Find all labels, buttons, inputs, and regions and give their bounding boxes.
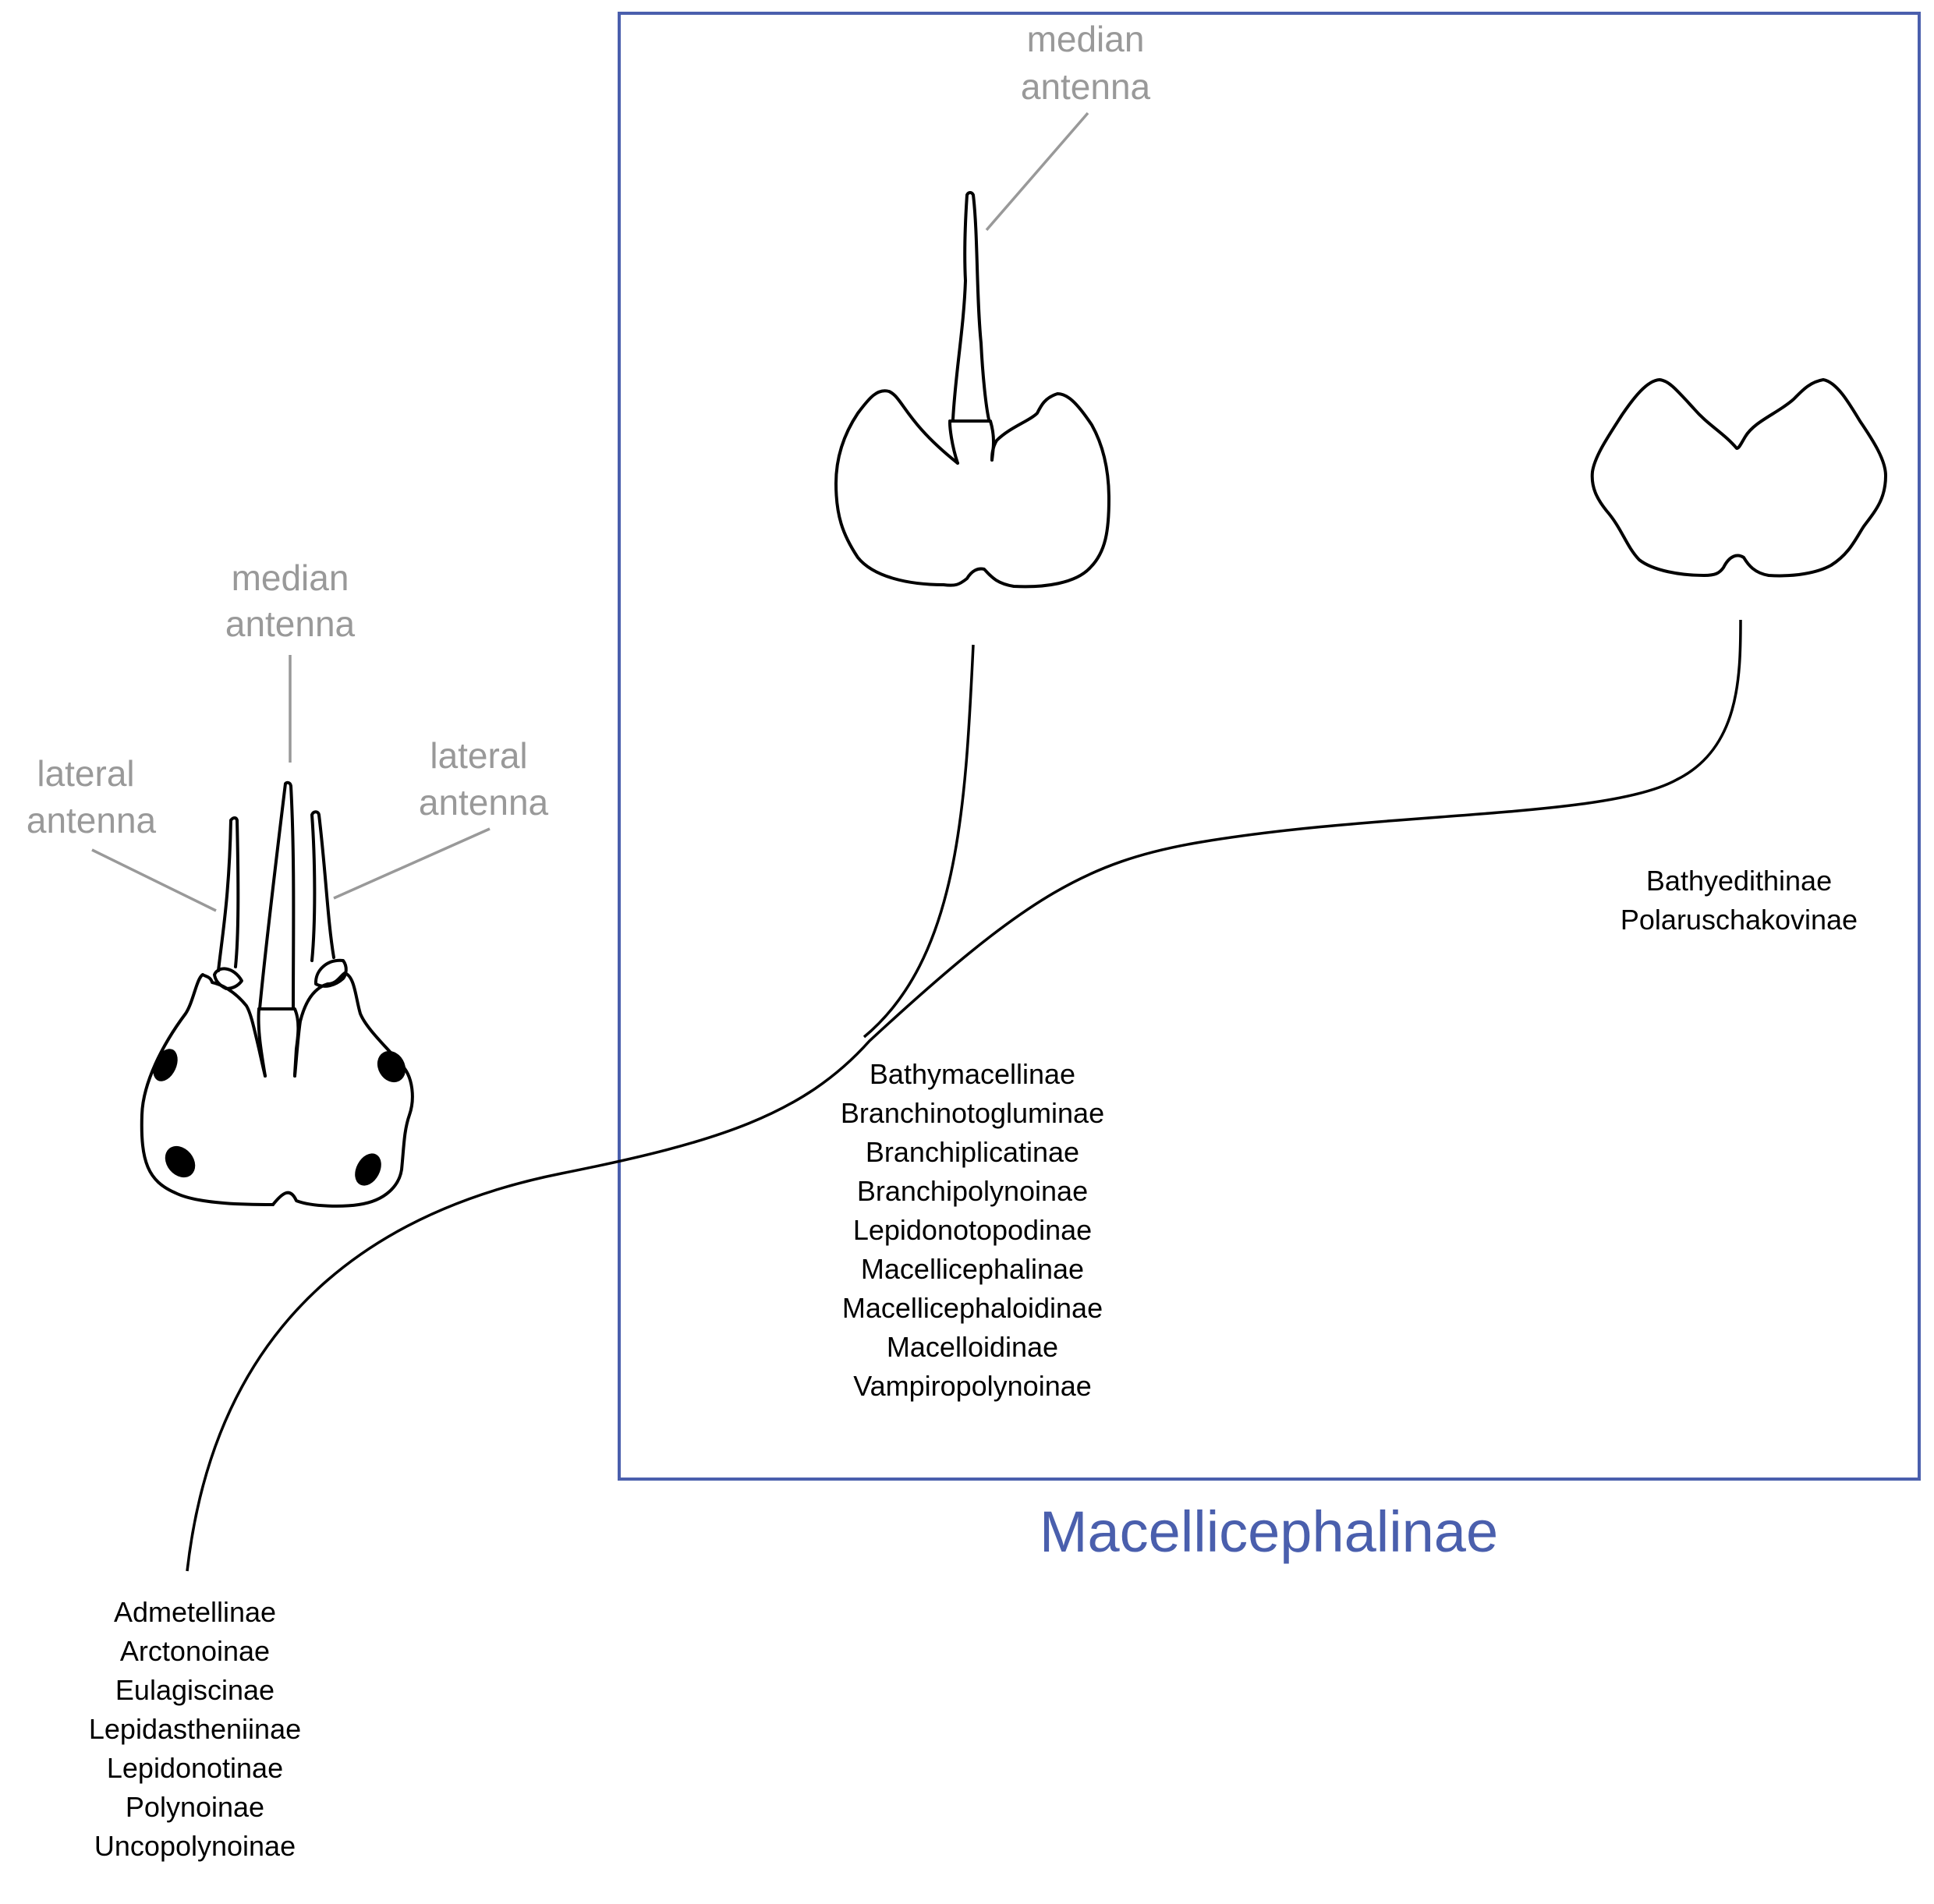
left-median-antenna-label: median antenna (225, 557, 356, 644)
svg-text:antenna: antenna (419, 782, 549, 823)
group-title: Macellicephalinae (1040, 1499, 1498, 1564)
outgroup-head-illustration (140, 780, 414, 1208)
list-item: Branchiplicatinae (866, 1136, 1079, 1168)
median-antenna-clade-head-illustration (834, 191, 1110, 589)
list-item: Branchipolynoinae (857, 1175, 1088, 1207)
median-antenna-clade-branch (863, 644, 975, 1039)
box-median-antenna-label: median antenna (1021, 19, 1151, 107)
macellicephalinae-group-box (618, 12, 1921, 1481)
list-item: Uncopolynoinae (94, 1830, 296, 1862)
svg-text:lateral: lateral (430, 735, 527, 776)
svg-text:antenna: antenna (225, 603, 356, 644)
box-median-antenna-leader (985, 111, 1089, 232)
left-lateral-antenna-leader-right (333, 827, 491, 900)
median-antenna-clade-taxa-list: Bathymacellinae Branchinotogluminae Bran… (841, 1058, 1104, 1402)
no-antenna-clade-taxa-list: Bathyedithinae Polaruschakovinae (1621, 865, 1858, 936)
svg-text:antenna: antenna (27, 800, 157, 841)
list-item: Branchinotogluminae (841, 1097, 1104, 1129)
list-item: Bathyedithinae (1646, 865, 1832, 897)
list-item: Macellicephaloidinae (842, 1292, 1103, 1324)
no-antenna-clade-head-illustration (1590, 378, 1887, 578)
list-item: Lepidonotopodinae (853, 1214, 1092, 1246)
list-item: Lepidastheniinae (89, 1713, 301, 1745)
svg-text:antenna: antenna (1021, 66, 1151, 107)
list-item: Bathymacellinae (870, 1058, 1075, 1090)
left-lateral-antenna-label-right: lateral antenna (419, 735, 549, 823)
main-branch (186, 619, 1742, 1572)
list-item: Polynoinae (126, 1791, 264, 1823)
svg-text:lateral: lateral (37, 753, 134, 794)
list-item: Admetellinae (114, 1596, 276, 1628)
list-item: Lepidonotinae (107, 1752, 283, 1784)
list-item: Macelloidinae (887, 1331, 1058, 1363)
list-item: Polaruschakovinae (1621, 904, 1858, 936)
svg-text:median: median (1027, 19, 1145, 59)
left-lateral-antenna-leader-left (91, 848, 217, 912)
list-item: Vampiropolynoinae (853, 1370, 1092, 1402)
svg-text:median: median (232, 557, 349, 598)
list-item: Arctonoinae (120, 1635, 270, 1667)
left-lateral-antenna-label-left: lateral antenna (27, 753, 157, 841)
list-item: Eulagiscinae (115, 1674, 275, 1706)
outgroup-taxa-list: Admetellinae Arctonoinae Eulagiscinae Le… (89, 1596, 301, 1862)
list-item: Macellicephalinae (861, 1253, 1084, 1285)
